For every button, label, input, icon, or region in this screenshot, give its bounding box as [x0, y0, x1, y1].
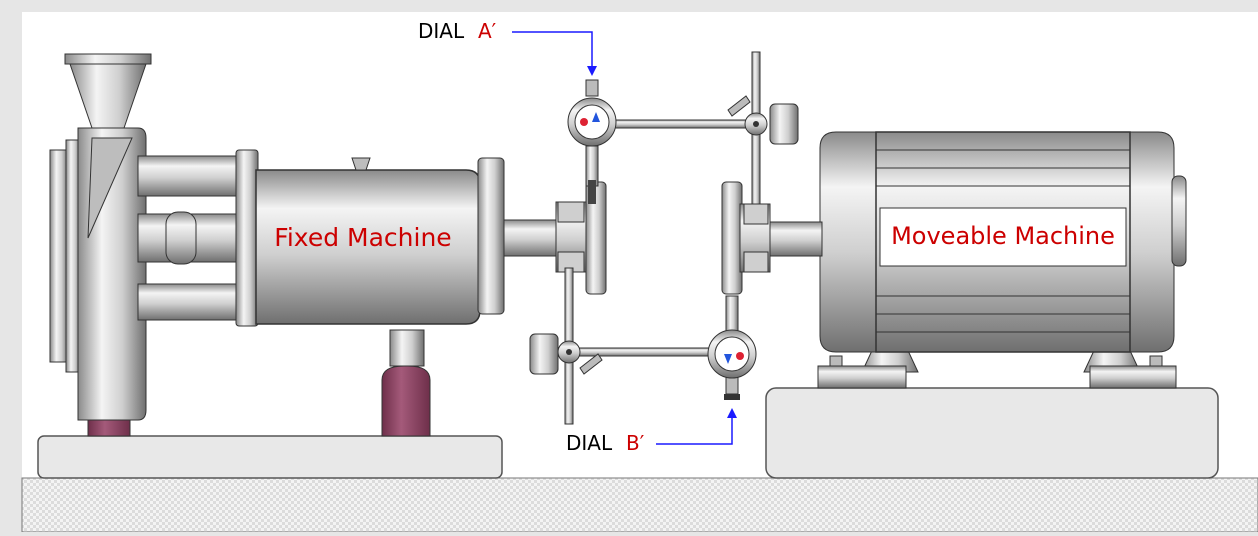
motor-end-shield-left — [819, 131, 877, 353]
dial-b-letter: B′ — [626, 431, 645, 455]
fixed-machine-label: Fixed Machine — [274, 223, 451, 252]
bracket-clamp-bottom — [743, 251, 769, 273]
bracket-lever — [579, 353, 603, 375]
dial-b-stem-top — [725, 295, 739, 333]
discharge-flange — [64, 53, 152, 65]
bracket-thumbscrew — [529, 333, 559, 375]
bracket-rod-horizontal — [569, 347, 721, 357]
dial-a-arrowhead — [587, 66, 597, 76]
bracket-rod-horizontal — [609, 119, 757, 129]
moveable-shaft — [765, 221, 823, 257]
dial-b-arrow-line — [656, 414, 733, 445]
motor-fins — [876, 149, 1130, 333]
support-bracket — [389, 329, 425, 367]
bracket-lever — [727, 95, 751, 117]
fixed-machine-base — [37, 435, 503, 479]
motor-end-shield-right — [1129, 131, 1175, 353]
dial-b-tolerance-mark — [736, 352, 744, 360]
dial-b-needle — [724, 354, 732, 364]
coupling-hub-moveable — [721, 181, 771, 295]
moveable-machine-label: Moveable Machine — [891, 222, 1115, 250]
fixed-machine: Fixed Machine — [37, 53, 561, 479]
motor-bolt — [829, 355, 843, 367]
coupling-hub-fixed — [555, 181, 607, 295]
bearing-frame-bottom — [137, 283, 241, 321]
dial-a-callout: DIAL A′ — [418, 19, 597, 76]
dial-b-prefix: DIAL — [566, 431, 613, 455]
dial-a-tolerance-mark — [580, 118, 588, 126]
oil-cap — [351, 157, 371, 171]
motor-foot-left — [817, 365, 907, 389]
bracket-thumbscrew — [769, 103, 799, 145]
dial-b-callout: DIAL B′ — [566, 408, 737, 455]
moveable-machine: Moveable Machine — [765, 131, 1219, 479]
upper-indicator-bracket — [609, 51, 799, 205]
dial-indicator-a — [567, 79, 617, 204]
ground-floor — [21, 477, 1258, 533]
dial-a-letter: A′ — [478, 19, 497, 43]
moveable-machine-base — [765, 387, 1219, 479]
motor-fan-cover — [1171, 175, 1187, 267]
dial-indicator-b — [707, 295, 757, 400]
dial-a-arrow-line — [512, 31, 593, 70]
dial-b-tip — [724, 394, 740, 400]
bracket-clamp-pin — [753, 121, 759, 127]
fixed-shaft — [503, 219, 561, 257]
shaft-seal — [165, 211, 197, 265]
dial-a-needle — [592, 112, 600, 122]
body-flange-right — [477, 157, 505, 315]
motor-nameplate — [879, 207, 1127, 267]
bracket-clamp-top — [743, 203, 769, 225]
bracket-clamp-pin — [566, 349, 572, 355]
pump-support-right — [381, 365, 431, 437]
dial-a-plunger — [588, 180, 596, 204]
dial-a-prefix: DIAL — [418, 19, 465, 43]
hub-flange — [721, 181, 743, 295]
lower-indicator-bracket — [529, 267, 721, 425]
body-flange-left — [235, 149, 259, 327]
bearing-frame-top — [137, 155, 241, 197]
dial-a-stem-top — [585, 79, 599, 97]
motor-bolt — [1149, 355, 1163, 367]
volute-tongue — [87, 137, 133, 239]
bracket-clamp-top — [557, 201, 585, 223]
dial-b-arrowhead — [727, 408, 737, 418]
motor-foot-right — [1089, 365, 1177, 389]
casing-flange-outer — [49, 149, 69, 363]
